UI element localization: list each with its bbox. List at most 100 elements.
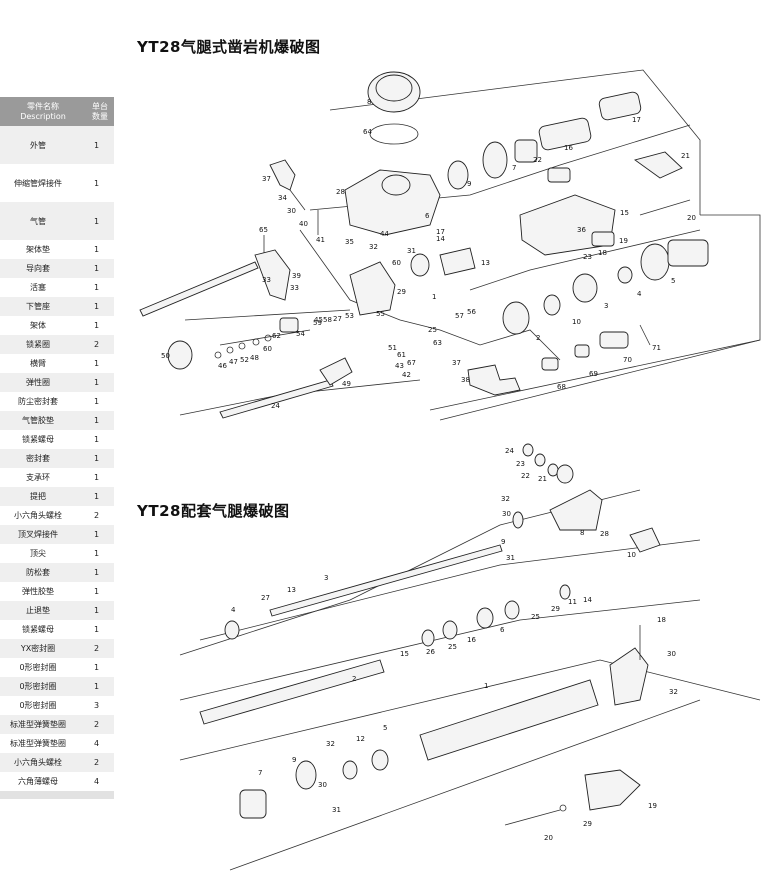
part-name: 锁紧螺母 xyxy=(22,435,54,444)
part-qty: 1 xyxy=(94,302,100,311)
part-name: 标准型弹簧垫圈 xyxy=(10,739,66,748)
part-callout: 68 xyxy=(557,383,566,391)
header-name-en: Description xyxy=(20,111,66,121)
part-qty: 1 xyxy=(94,492,100,501)
part-callout: 6 xyxy=(425,212,430,220)
part-callout: 10 xyxy=(572,318,581,326)
rod-part xyxy=(219,379,334,419)
part-callout: 16 xyxy=(467,636,476,644)
part-callout: 53 xyxy=(345,312,354,320)
part-callout: 20 xyxy=(687,214,696,222)
spring-part xyxy=(547,167,571,183)
part-callout: 32 xyxy=(326,740,335,748)
part-qty: 1 xyxy=(94,435,100,444)
part-callout: 4 xyxy=(231,606,236,614)
header-qty: 单台 数量 xyxy=(86,102,114,122)
part-qty: 1 xyxy=(94,140,100,150)
part-callout: 25 xyxy=(428,326,437,334)
part-name: 密封套 xyxy=(26,454,50,463)
ring-part xyxy=(502,301,530,335)
part-name: 横臂 xyxy=(30,359,46,368)
part-callout: 27 xyxy=(333,315,342,323)
part-callout: 5 xyxy=(383,724,387,732)
ring-part xyxy=(559,804,567,812)
part-callout: 49 xyxy=(342,380,351,388)
part-name: 架体垫 xyxy=(26,245,50,254)
frame-line xyxy=(179,599,701,701)
part-qty: 1 xyxy=(94,549,100,558)
main-diagram-title: YT28气腿式凿岩机爆破图 xyxy=(137,38,321,56)
ring-part xyxy=(238,342,246,350)
part-callout: 46 xyxy=(218,362,227,370)
part-callout: 13 xyxy=(287,586,296,594)
part-callout: 48 xyxy=(250,354,259,362)
parts-table-row: 架体垫 1 xyxy=(0,240,114,259)
outer-tube-part xyxy=(419,679,599,761)
part-callout: 64 xyxy=(363,128,372,136)
leg-diagram-title: YT28配套气腿爆破图 xyxy=(137,502,290,520)
part-callout: 14 xyxy=(583,596,592,604)
part-qty: 2 xyxy=(94,720,100,729)
handle-part xyxy=(549,489,603,531)
handle-part xyxy=(269,159,296,191)
stem-part xyxy=(599,331,629,349)
part-name: 气管胶垫 xyxy=(22,416,54,425)
part-callout: 31 xyxy=(332,806,341,814)
part-callout: 3 xyxy=(604,302,608,310)
part-callout: 30 xyxy=(667,650,676,658)
part-callout: 28 xyxy=(600,530,609,538)
part-callout: 60 xyxy=(263,345,272,353)
part-qty: 1 xyxy=(94,606,100,615)
part-name: 六角薄螺母 xyxy=(18,777,58,786)
frame-line xyxy=(469,229,701,291)
part-callout: 17 xyxy=(632,116,641,124)
frame-line xyxy=(429,214,761,411)
part-callout: 60 xyxy=(392,259,401,267)
part-callout: 7 xyxy=(258,769,262,777)
part-callout: 26 xyxy=(426,648,435,656)
base-part xyxy=(239,789,267,819)
ring-part xyxy=(342,760,358,780)
frame-line xyxy=(299,229,561,361)
part-qty: 1 xyxy=(94,359,100,368)
bushing-part xyxy=(447,160,469,190)
nut-part xyxy=(574,344,590,358)
part-name: 架体 xyxy=(30,321,46,330)
ring-part xyxy=(369,123,419,145)
part-name: 活塞 xyxy=(30,283,46,292)
body-bore xyxy=(381,174,411,196)
part-callout: 39 xyxy=(292,272,301,280)
part-callout: 11 xyxy=(568,598,577,606)
part-name: 导向套 xyxy=(26,264,50,273)
part-qty: 1 xyxy=(94,245,100,254)
part-callout: 16 xyxy=(564,144,573,152)
part-name: 防松套 xyxy=(26,568,50,577)
part-name: YX密封圈 xyxy=(20,644,56,653)
part-callout: 20 xyxy=(544,834,553,842)
part-qty: 2 xyxy=(94,340,100,349)
part-qty: 1 xyxy=(94,216,100,226)
part-callout: 32 xyxy=(501,495,510,503)
part-qty: 1 xyxy=(94,682,100,691)
part-name: 下管座 xyxy=(26,302,50,311)
ring-part xyxy=(410,253,430,277)
part-qty: 2 xyxy=(94,758,100,767)
ring-part xyxy=(214,351,222,359)
handle-stem xyxy=(289,189,306,211)
part-callout: 61 xyxy=(397,351,406,359)
part-name: 弹性胶垫 xyxy=(22,587,54,596)
